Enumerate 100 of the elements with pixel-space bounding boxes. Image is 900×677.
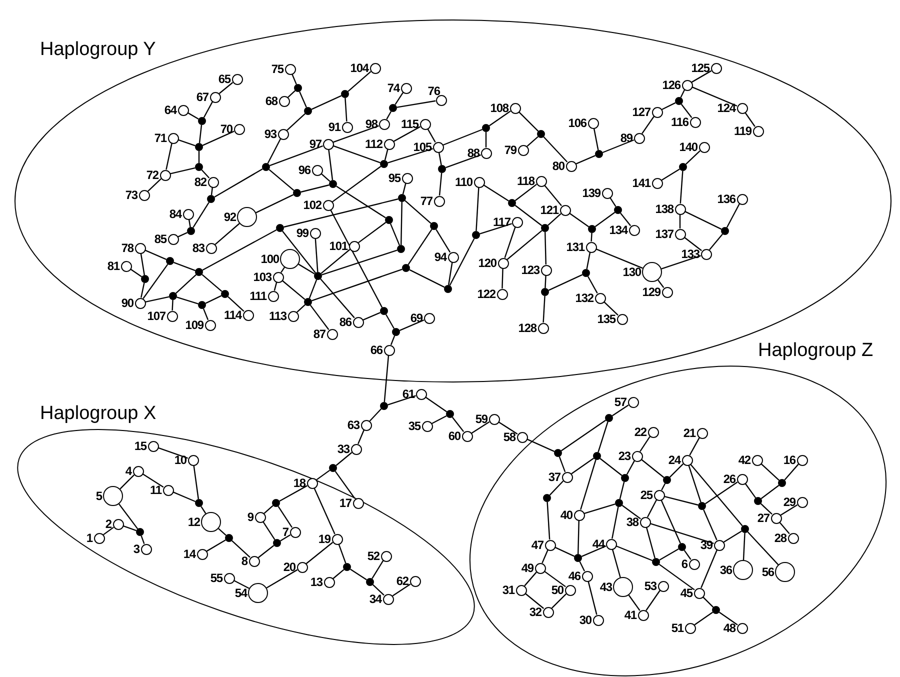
node-number: 114 bbox=[224, 309, 242, 321]
network-link bbox=[709, 234, 723, 250]
node-number: 28 bbox=[774, 532, 786, 544]
network-link bbox=[308, 279, 318, 299]
network-link bbox=[198, 124, 202, 144]
node-number: 41 bbox=[624, 609, 636, 621]
network-link bbox=[270, 145, 323, 166]
network-link bbox=[130, 268, 142, 278]
network-link bbox=[310, 304, 330, 330]
network-link bbox=[299, 91, 307, 108]
network-link bbox=[399, 320, 424, 331]
node-number: 127 bbox=[632, 106, 650, 118]
node-number: 115 bbox=[400, 118, 418, 130]
node-number: 122 bbox=[477, 288, 496, 300]
node-number: 43 bbox=[600, 581, 612, 593]
network-link bbox=[449, 238, 475, 286]
node-number: 120 bbox=[478, 257, 496, 269]
network-link bbox=[358, 430, 364, 444]
network-link bbox=[369, 408, 382, 422]
node-number: 78 bbox=[121, 242, 134, 254]
network-link bbox=[578, 520, 580, 554]
node-number: 58 bbox=[503, 431, 516, 443]
node-number: 55 bbox=[210, 572, 222, 584]
group-title: Haplogroup X bbox=[40, 404, 156, 423]
node-number: 34 bbox=[369, 593, 382, 605]
network-link bbox=[571, 458, 594, 474]
network-link bbox=[658, 280, 664, 288]
network-link bbox=[760, 503, 772, 515]
network-link bbox=[542, 550, 548, 564]
network-link bbox=[176, 296, 198, 304]
network-link bbox=[579, 561, 586, 572]
node-number: 138 bbox=[655, 203, 674, 215]
node-number: 107 bbox=[147, 310, 166, 322]
network-link bbox=[780, 504, 798, 516]
network-link bbox=[661, 483, 666, 490]
node-number: 77 bbox=[420, 195, 432, 207]
network-link bbox=[372, 560, 384, 579]
network-link bbox=[193, 465, 199, 500]
node-number: 126 bbox=[662, 79, 680, 91]
network-link bbox=[689, 438, 700, 456]
network-link bbox=[485, 132, 487, 148]
network-link bbox=[282, 280, 306, 300]
network-link bbox=[524, 572, 537, 586]
network-link bbox=[581, 546, 606, 557]
network-link bbox=[514, 184, 537, 202]
node-number: 37 bbox=[548, 471, 560, 483]
network-link bbox=[384, 355, 390, 402]
network-link bbox=[554, 546, 575, 557]
network-link bbox=[584, 504, 616, 514]
node-number: 38 bbox=[626, 516, 638, 528]
node-number: 108 bbox=[490, 102, 508, 114]
node-number: 67 bbox=[196, 91, 208, 103]
node-number: 130 bbox=[622, 266, 641, 278]
node-number: 44 bbox=[592, 538, 604, 550]
network-link bbox=[176, 274, 196, 294]
node-number: 11 bbox=[150, 484, 162, 496]
network-link bbox=[436, 229, 451, 253]
network-link bbox=[688, 465, 702, 502]
network-link bbox=[646, 527, 656, 558]
network-link bbox=[202, 308, 209, 320]
network-link bbox=[234, 580, 250, 589]
node-number: 35 bbox=[408, 420, 420, 432]
node-number: 76 bbox=[428, 84, 440, 96]
network-link bbox=[123, 525, 136, 532]
network-link bbox=[548, 274, 583, 291]
node-number: 99 bbox=[296, 227, 308, 239]
network-link bbox=[320, 278, 355, 318]
node-number: 9 bbox=[247, 511, 254, 523]
node-number: 7 bbox=[282, 526, 288, 538]
network-link bbox=[544, 184, 562, 206]
network-link bbox=[691, 70, 712, 83]
network-link bbox=[328, 149, 334, 180]
network-link bbox=[546, 502, 550, 540]
network-link bbox=[544, 232, 546, 265]
network-link bbox=[569, 212, 590, 228]
network-link bbox=[144, 250, 167, 260]
network-link bbox=[704, 482, 738, 504]
network-link bbox=[425, 396, 448, 412]
node-number: 83 bbox=[192, 242, 204, 254]
network-link bbox=[543, 136, 568, 162]
node-number: 112 bbox=[364, 138, 382, 150]
network-link bbox=[266, 569, 298, 588]
node-number: 48 bbox=[723, 622, 736, 634]
node-number: 66 bbox=[370, 344, 382, 356]
node-number: 102 bbox=[303, 199, 322, 211]
network-link bbox=[388, 148, 433, 164]
network-link bbox=[333, 125, 379, 143]
network-link bbox=[402, 183, 406, 194]
network-link bbox=[166, 143, 172, 170]
network-link bbox=[214, 168, 263, 198]
node-number: 132 bbox=[575, 292, 594, 304]
node-number: 103 bbox=[253, 271, 272, 283]
network-link bbox=[256, 194, 294, 214]
network-link bbox=[702, 596, 714, 608]
network-link bbox=[214, 223, 240, 245]
node-number: 133 bbox=[681, 248, 700, 260]
network-link bbox=[400, 202, 402, 246]
node-number: 75 bbox=[271, 63, 284, 75]
node-number: 116 bbox=[670, 116, 688, 128]
node-number: 93 bbox=[264, 128, 276, 140]
